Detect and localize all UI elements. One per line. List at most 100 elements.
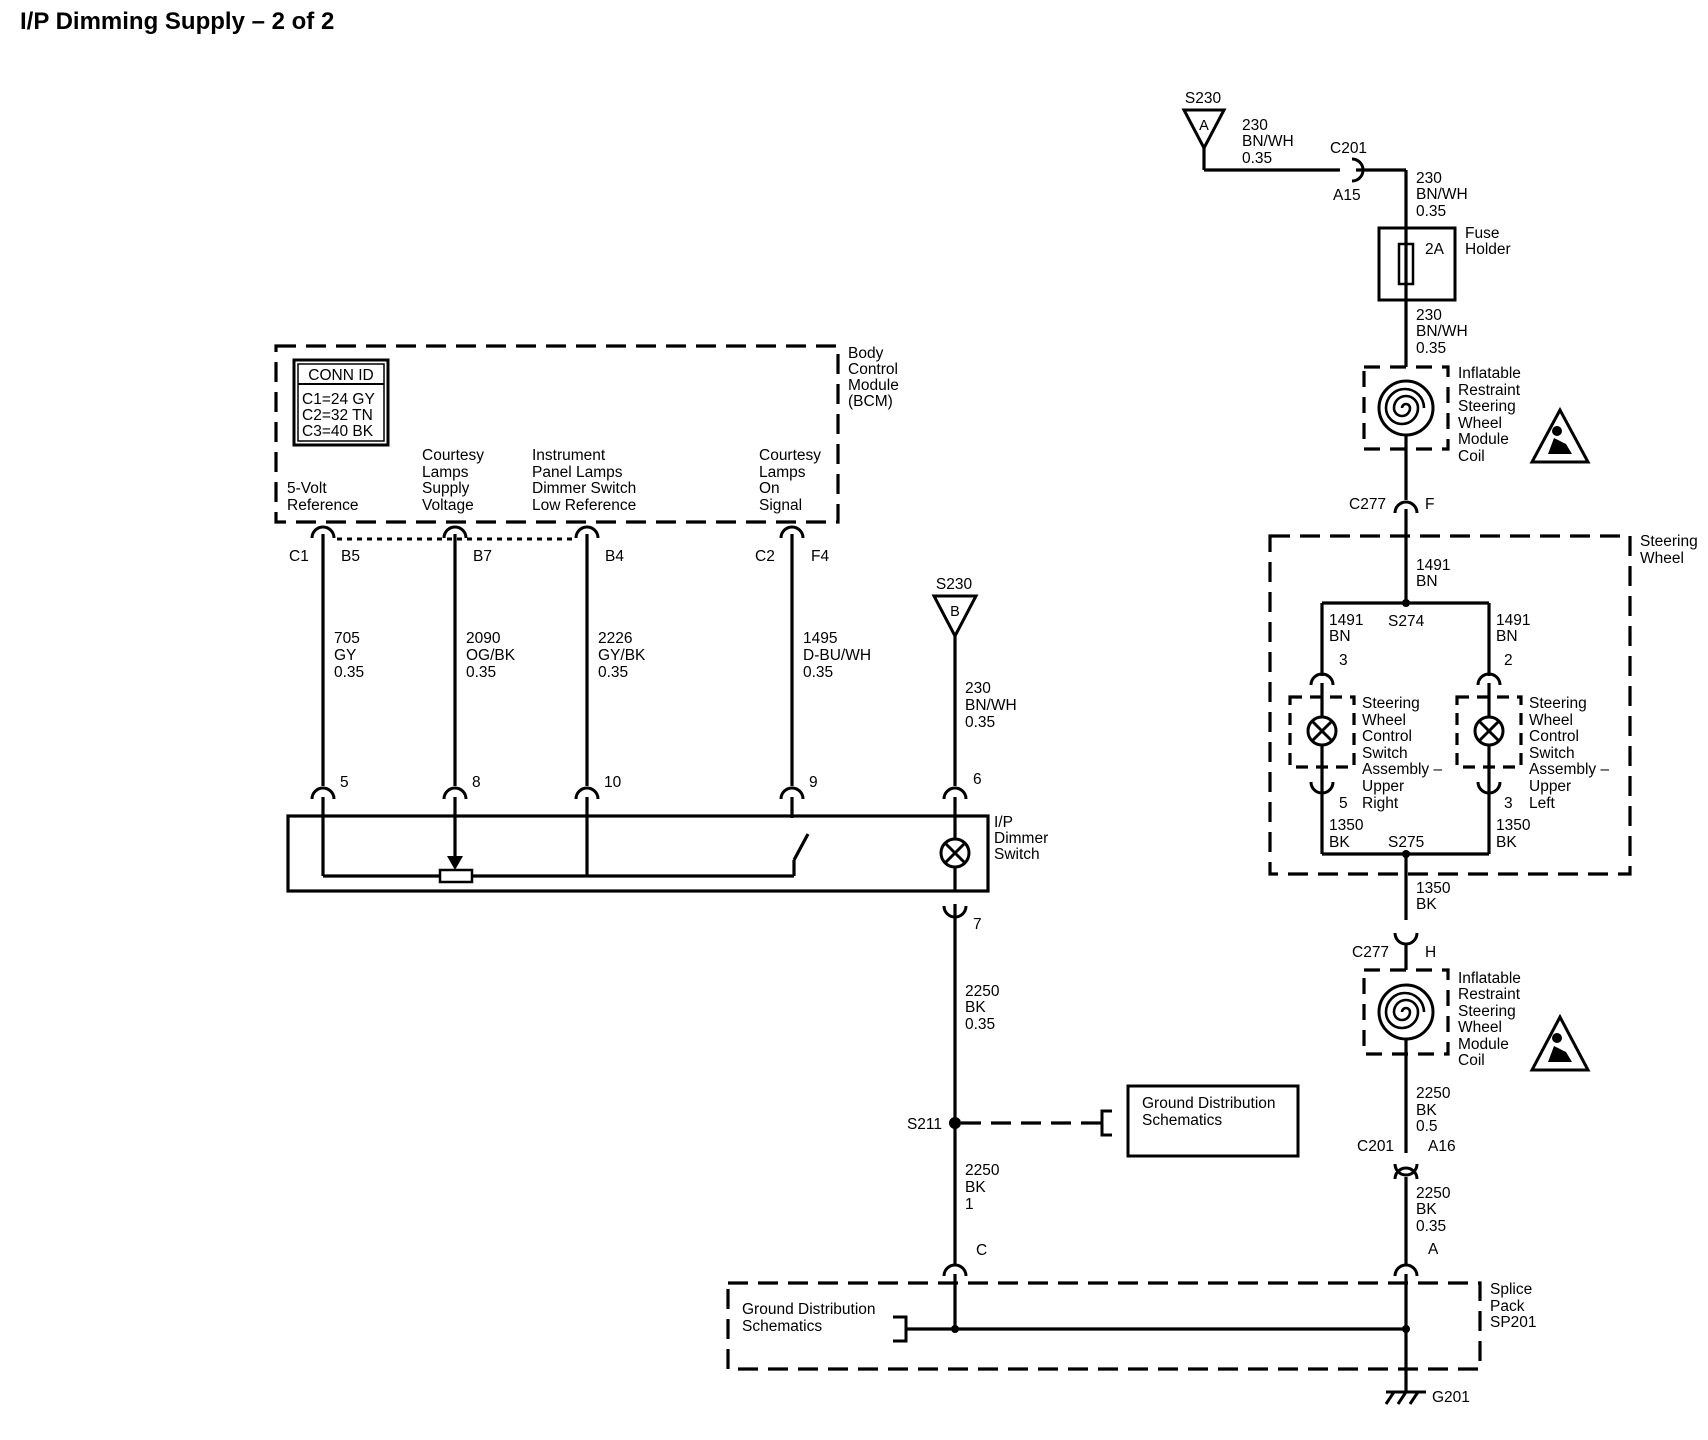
splice-pack-outline (726, 1281, 1482, 1371)
connector-c1-label: C1 (289, 548, 309, 565)
coil-lower-name-5: Module (1458, 1036, 1509, 1053)
pin-f4-label: F4 (811, 548, 829, 565)
c277-top-terminal (1393, 500, 1419, 514)
switch-ul-name-3: Control (1529, 728, 1579, 745)
conn-id-c1: C1=24 GY (302, 391, 375, 408)
gds-box-line-2: Schematics (1142, 1112, 1222, 1129)
pin-f4-function-2: Lamps (759, 464, 806, 481)
splice-pack-gds-bracket (893, 1315, 908, 1343)
wire-230-r1-color: BN/WH (1242, 133, 1294, 150)
splice-pack-sp201: Splice Pack SP201 Ground Distribution Sc… (726, 1274, 1537, 1392)
c201-bottom-pin: A16 (1428, 1138, 1456, 1155)
pin-b7-function-1: Courtesy (422, 447, 484, 464)
coil-lower-name-4: Wheel (1458, 1019, 1502, 1036)
conn-id-c3: C3=40 BK (302, 423, 374, 440)
coil-lower-name-6: Coil (1458, 1052, 1485, 1069)
splice-s211-dot (949, 1117, 961, 1129)
coil-lower-name-3: Steering (1458, 1003, 1516, 1020)
wire-2226-circuit: 2226 (598, 630, 632, 647)
wire-1495-size: 0.35 (803, 664, 833, 681)
dimmer-switch-name-1: I/P (994, 814, 1013, 831)
pin-b4-function-3: Dimmer Switch (532, 480, 636, 497)
ip-dimmer-switch: I/P Dimmer Switch 5 8 10 9 6 7 (286, 771, 1048, 933)
wire-1491-left-color: BN (1329, 628, 1351, 645)
dimmer-pin-6: 6 (973, 771, 982, 788)
pin-b5-label: B5 (341, 548, 360, 565)
ground-g201-label: G201 (1432, 1389, 1470, 1406)
coil-lower-name-2: Restraint (1458, 986, 1521, 1003)
bcm-terminal-b5 (310, 525, 336, 539)
switch-assembly-upper-right: 3 5 Steering Wheel Control Switch Assemb… (1288, 652, 1442, 812)
splice-s230-b: S230 B 230 BN/WH 0.35 (931, 576, 1017, 786)
c201-bottom-label: C201 (1357, 1138, 1394, 1155)
wire-230-r2-color: BN/WH (1416, 186, 1468, 203)
c277-top-pin: F (1425, 496, 1434, 513)
switch-ur-name-2: Wheel (1362, 712, 1406, 729)
pin-b5-function-2: Reference (287, 497, 359, 514)
switch-ur-name-6: Upper (1362, 778, 1404, 795)
pin-b4-label: B4 (605, 548, 624, 565)
wire-2090-circuit: 2090 (466, 630, 501, 647)
wire-1350-right-circuit: 1350 (1496, 817, 1531, 834)
wire-230-b-circuit: 230 (965, 680, 991, 697)
switch-ur-name-1: Steering (1362, 695, 1420, 712)
wire-705-size: 0.35 (334, 664, 364, 681)
wire-705-color: GY (334, 647, 356, 664)
splice-s274-label: S274 (1388, 613, 1425, 630)
wire-1350-left-color: BK (1329, 834, 1350, 851)
conn-id-c2: C2=32 TN (302, 407, 373, 424)
splice-pack-name-2: Pack (1490, 1298, 1525, 1315)
switch-ul-name-5: Assembly – (1529, 761, 1609, 778)
steering-wheel-name-2: Wheel (1640, 550, 1684, 567)
bcm-signal-wires: 705 GY 0.35 2090 OG/BK 0.35 2226 GY/BK 0… (321, 534, 871, 786)
s230-b-letter: B (950, 604, 960, 620)
gds-bracket (1100, 1109, 1112, 1137)
coil-upper-name-3: Steering (1458, 398, 1516, 415)
wire-2226-color: GY/BK (598, 647, 646, 664)
splice-pack-gds-2: Schematics (742, 1318, 822, 1335)
wire-230-b-color: BN/WH (965, 697, 1017, 714)
splice-pack-name-1: Splice (1490, 1281, 1532, 1298)
coil-upper-name-4: Wheel (1458, 415, 1502, 432)
s230-a-label: S230 (1185, 90, 1222, 107)
wire-2250-rb-size: 0.35 (1416, 1218, 1446, 1235)
wire-1350-out-color: BK (1416, 896, 1437, 913)
wire-2250-ra-circuit: 2250 (1416, 1085, 1451, 1102)
wire-2250-left-circuit: 2250 (965, 983, 1000, 1000)
bcm-dashed-outline (274, 344, 840, 524)
connector-c2-label: C2 (755, 548, 775, 565)
wire-2090-color: OG/BK (466, 647, 516, 664)
inflatable-restraint-coil-lower: Inflatable Restraint Steering Wheel Modu… (1362, 968, 1591, 1153)
pin-b4-function-4: Low Reference (532, 497, 636, 514)
pin-b5-function-1: 5-Volt (287, 480, 327, 497)
switch-ur-pin-top: 3 (1339, 652, 1348, 669)
gds-box (1126, 1084, 1300, 1158)
wire-705-circuit: 705 (334, 630, 360, 647)
wire-230-r2-circuit: 230 (1416, 170, 1442, 187)
coil-upper-name-2: Restraint (1458, 382, 1521, 399)
pin-b7-label: B7 (473, 548, 492, 565)
right-ground-path: 1350 BK C277 H Inflatable Restraint Stee… (1352, 854, 1591, 1277)
c277-bottom-label: C277 (1352, 944, 1389, 961)
wire-230-r1-circuit: 230 (1242, 117, 1268, 134)
splice-pack-gds-1: Ground Distribution (742, 1301, 876, 1318)
dimmer-switch-name-3: Switch (994, 846, 1040, 863)
rheostat-wiper-arrow (447, 856, 463, 870)
switch-ul-pin-bottom: 3 (1504, 795, 1513, 812)
switch-assembly-upper-left: 2 3 Steering Wheel Control Switch Assemb… (1455, 652, 1609, 812)
wire-1350-right-color: BK (1496, 834, 1517, 851)
conn-id-header: CONN ID (308, 367, 373, 384)
fuse-holder-box (1377, 226, 1457, 302)
s230-b-label: S230 (936, 576, 973, 593)
wire-1491-left-circuit: 1491 (1329, 612, 1363, 629)
splice-s275-label: S275 (1388, 834, 1424, 851)
bcm-name-2: Control (848, 361, 898, 378)
c277-bottom-pin: H (1425, 944, 1436, 961)
steering-wheel-outline (1268, 534, 1632, 876)
bcm-name-4: (BCM) (848, 393, 893, 410)
dimmer-pin-9: 9 (809, 774, 818, 791)
wire-2250-left-size: 0.35 (965, 1016, 995, 1033)
switch-ul-name-6: Upper (1529, 778, 1571, 795)
c201-top-label: C201 (1330, 140, 1367, 157)
